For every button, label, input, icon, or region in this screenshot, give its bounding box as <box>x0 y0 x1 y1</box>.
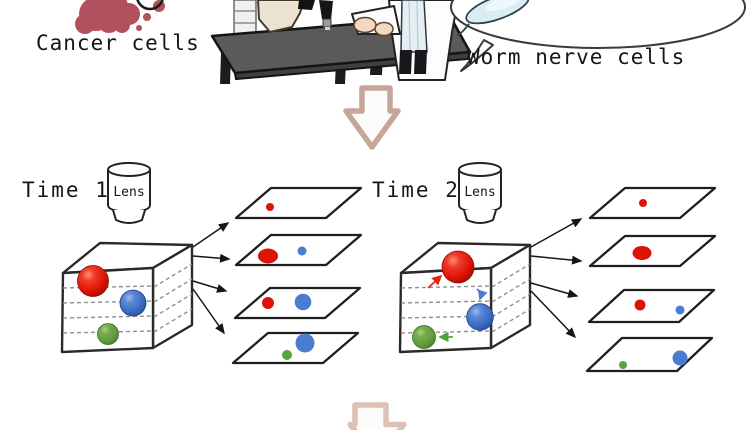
red-dot <box>632 246 652 260</box>
red-dot <box>634 299 646 311</box>
green-cell-sphere <box>412 325 436 349</box>
time2-plane-3 <box>587 288 716 324</box>
red-dot <box>266 203 274 211</box>
green-dot <box>619 361 627 369</box>
down-arrow-icon-top <box>343 85 401 150</box>
time1-plane-3 <box>233 286 362 320</box>
time2-plane-4 <box>585 336 714 373</box>
speech-bubble <box>450 0 746 72</box>
blue-dot <box>297 246 307 256</box>
time2-plane-1 <box>588 186 717 220</box>
blue-cell-sphere <box>466 303 494 331</box>
green-dot <box>282 350 292 360</box>
red-dot <box>262 297 274 309</box>
time1-plane-2 <box>234 233 363 267</box>
red-dot <box>639 199 647 207</box>
blue-dot <box>294 293 312 311</box>
cancer-cells-illustration <box>75 0 165 34</box>
red-dot <box>258 248 278 264</box>
worm-nerve-cells-label: Worm nerve cells <box>467 45 685 69</box>
time1-specimen-cube <box>60 241 194 354</box>
microscope-icon <box>257 0 333 33</box>
hand-illustration <box>353 16 377 34</box>
blue-dot <box>672 350 688 366</box>
blue-motion-arrow <box>476 288 488 301</box>
time1-panel: Time 1 Lens <box>22 162 363 365</box>
scientist-illustration <box>351 0 459 81</box>
time2-label: Time 2 <box>372 178 460 202</box>
time1-plane-4 <box>231 331 360 365</box>
time2-specimen-cube <box>398 241 532 354</box>
time1-plane-1 <box>234 186 363 220</box>
down-arrow-icon-bottom <box>347 402 407 430</box>
time2-lens-label: Lens <box>464 185 495 200</box>
time2-projection-arrows <box>530 218 583 339</box>
blue-dot <box>675 305 685 315</box>
time2-slice-lines <box>400 263 531 334</box>
worm-illustration <box>456 0 530 37</box>
time2-lens-icon: Lens <box>458 162 502 224</box>
red-cell-sphere <box>77 265 109 297</box>
time2-plane-2 <box>588 234 717 268</box>
red-motion-arrow <box>427 274 443 289</box>
time1-lens-icon: Lens <box>107 162 151 224</box>
cancer-cells-label: Cancer cells <box>36 31 200 55</box>
blue-cell-sphere <box>119 289 147 317</box>
time2-panel: Time 2 Lens <box>372 162 717 373</box>
red-cell-sphere <box>441 250 475 284</box>
green-cell-sphere <box>97 323 119 345</box>
time1-lens-label: Lens <box>113 185 144 200</box>
time1-projection-arrows <box>192 222 231 335</box>
blue-dot <box>295 333 315 353</box>
time1-label: Time 1 <box>22 178 110 202</box>
